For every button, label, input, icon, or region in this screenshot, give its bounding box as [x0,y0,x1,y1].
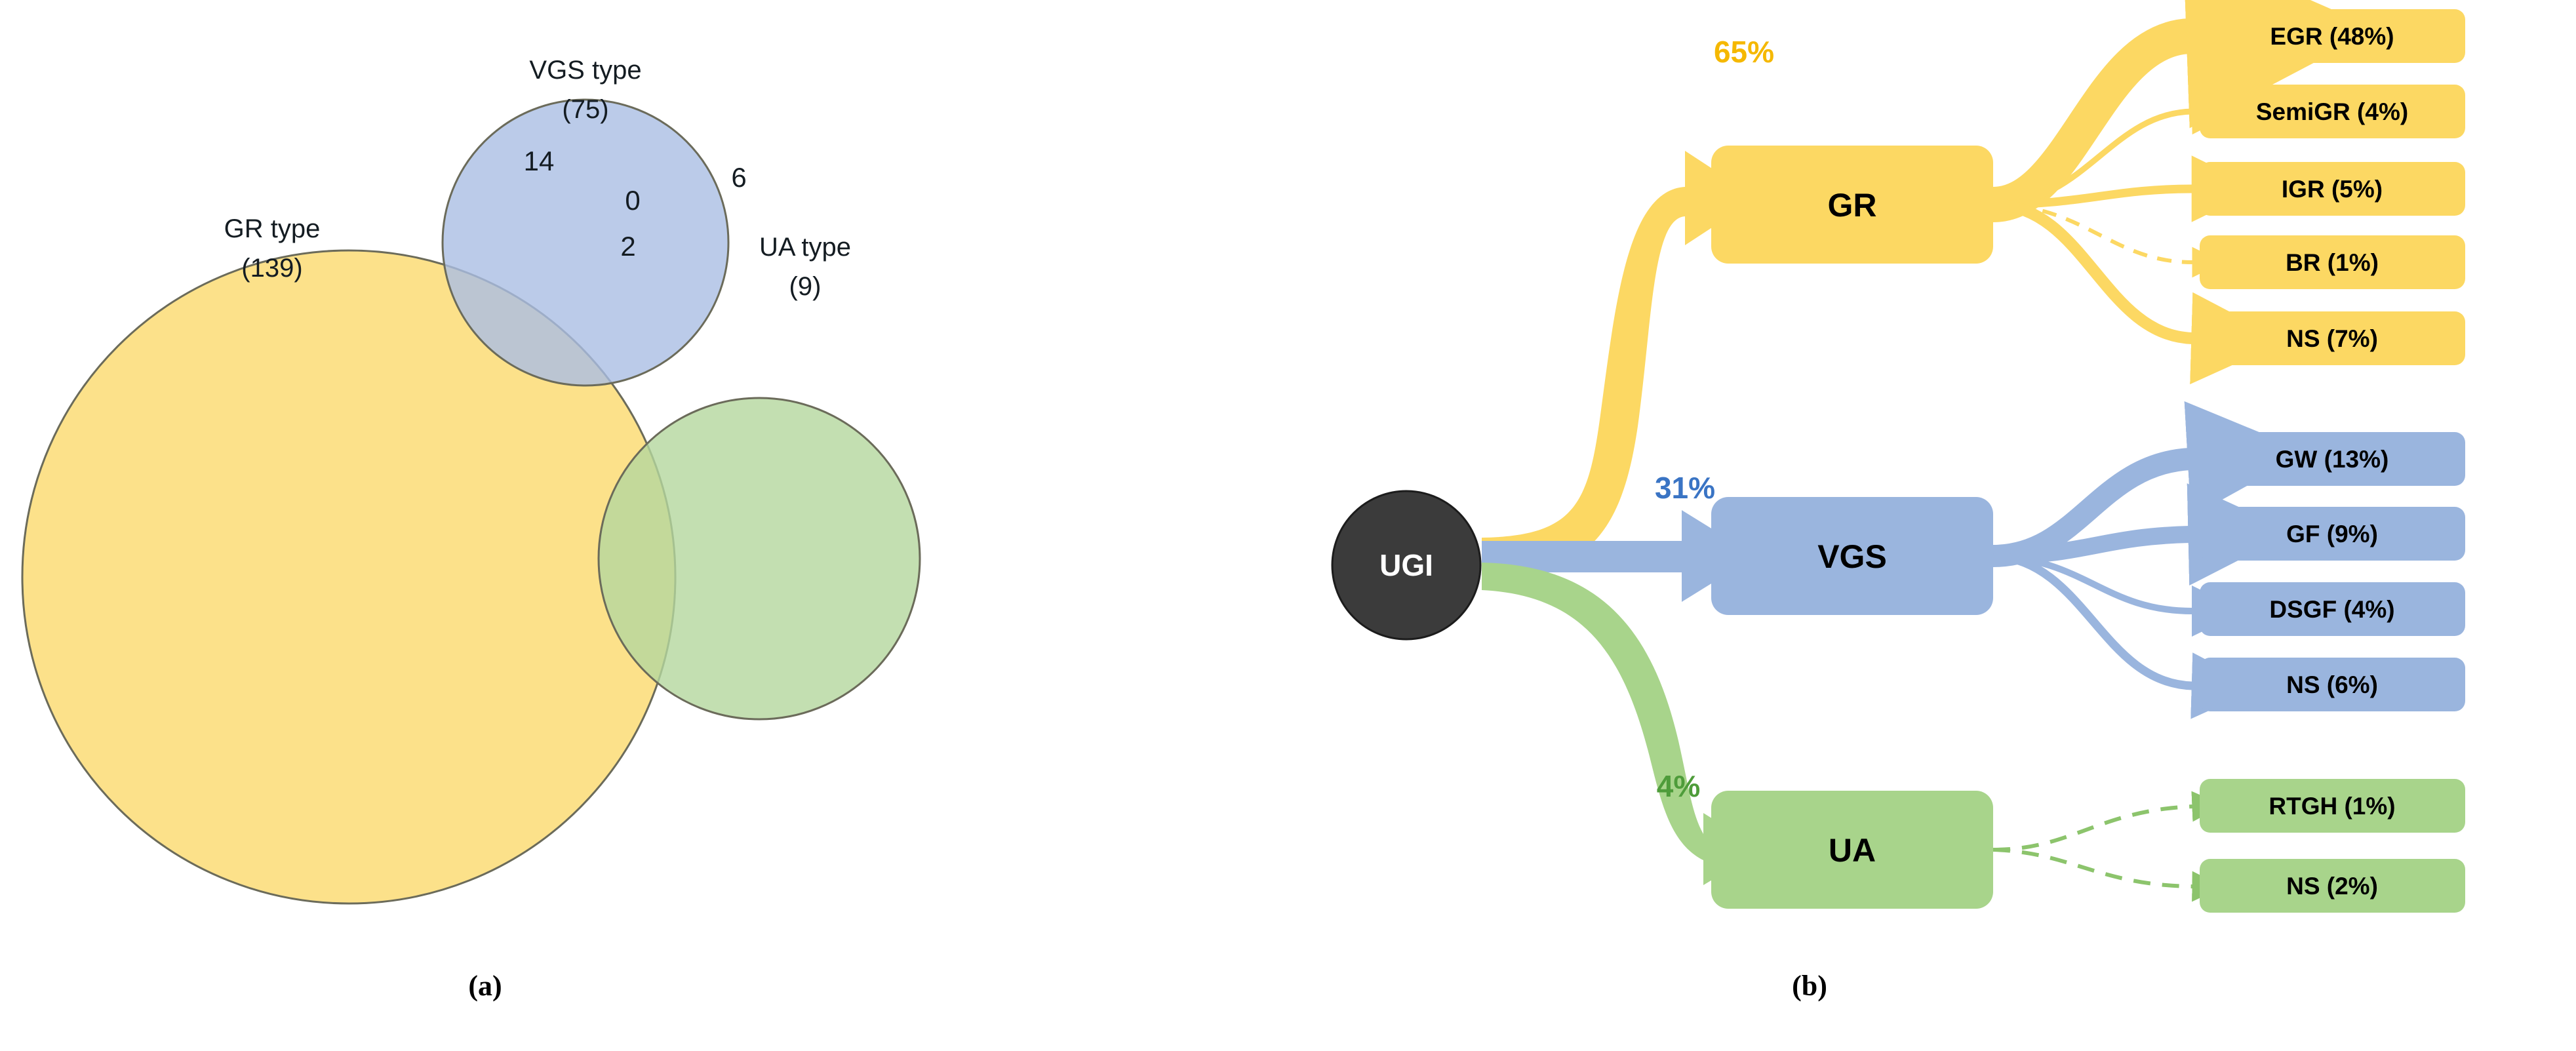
flow-percent-gr: 65% [1714,35,1774,69]
flow-leaf-label: NS (2%) [2286,873,2378,900]
flow-leaf-vgs-2[interactable]: DSGF (4%) [2200,582,2465,636]
venn-circle-vgs [441,98,730,387]
flow-leaf-ua-1[interactable]: NS (2%) [2200,859,2465,913]
venn-circle-ua [597,397,921,721]
venn-label-vgs-count: (75) [562,95,608,124]
venn-label-gr-count: (139) [241,254,302,283]
flow-node-ua[interactable]: UA [1711,791,1993,909]
flow-leaf-label: GW (13%) [2276,446,2389,473]
flow-edge-gr-igr [1992,155,2260,222]
flow-arrow-ugi-to-ua [1482,563,1762,885]
flow-leaf-gr-1[interactable]: SemiGR (4%) [2200,85,2465,138]
flow-arrow-ugi-to-vgs [1482,510,1756,602]
venn-label-ua-name: UA type [759,233,851,262]
venn-diagram: VGS type (75) GR type (139) UA type (9) … [21,56,921,905]
flow-fanout-vgs [1992,401,2308,719]
flow-leaf-ua-0[interactable]: RTGH (1%) [2200,779,2465,833]
flow-leaf-label: DSGF (4%) [2269,596,2394,623]
caption-panel-a: (a) [468,970,502,1002]
flow-leaf-vgs-3[interactable]: NS (6%) [2200,658,2465,711]
flow-leaf-label: SemiGR (4%) [2256,98,2408,125]
flow-leaf-label: IGR (5%) [2282,176,2383,203]
flow-edge-ua-rtgh [1992,791,2224,852]
flow-arrow-ugi-to-gr [1482,151,1757,581]
flow-leaf-label: GF (9%) [2286,521,2378,547]
venn-count-vgs-ua: 6 [731,162,746,193]
flow-node-ua-label: UA [1829,832,1876,869]
flow-percent-vgs: 31% [1655,471,1715,505]
flow-edge-vgs-ns [1992,551,2260,719]
flow-node-gr[interactable]: GR [1711,146,1993,264]
venn-count-gr-vgs: 14 [524,146,555,176]
flow-node-gr-label: GR [1828,187,1877,224]
flow-percent-ua: 4% [1657,769,1700,803]
panel-a-venn: VGS type (75) GR type (139) UA type (9) … [0,0,1023,1051]
venn-label-vgs-name: VGS type [529,56,641,85]
flow-edge-gr-egr [1991,0,2377,222]
flow-fanout-ua [1992,791,2224,902]
caption-panel-b: (b) [1792,970,1827,1002]
flow-leaf-gr-2[interactable]: IGR (5%) [2200,162,2465,216]
flow-node-ugi[interactable]: UGI [1331,490,1482,641]
flow-edge-gr-ns [1992,199,2286,385]
flow-leaf-label: NS (6%) [2286,671,2378,698]
venn-count-gr-vgs-ua: 0 [625,185,640,216]
flow-leaf-gr-3[interactable]: BR (1%) [2200,235,2465,289]
flow-leaf-label: BR (1%) [2286,249,2379,276]
flow-leaf-gr-0[interactable]: EGR (48%) [2200,9,2465,63]
flow-diagram: 65% 31% 4% [1331,0,2465,913]
flow-fanout-gr [1991,0,2377,385]
flow-leaf-label: EGR (48%) [2270,23,2394,50]
flow-edge-vgs-gf [1992,483,2294,586]
flow-node-vgs[interactable]: VGS [1711,497,1993,615]
flow-leaf-gr-4[interactable]: NS (7%) [2200,311,2465,365]
panel-b-flow: 65% 31% 4% [1023,0,2576,1051]
flow-leaf-vgs-1[interactable]: GF (9%) [2200,507,2465,561]
flow-node-vgs-label: VGS [1817,538,1887,575]
flow-leaf-label: RTGH (1%) [2269,793,2395,820]
venn-count-gr-ua: 2 [620,231,635,262]
venn-label-ua-count: (9) [789,272,822,301]
flow-node-ugi-label: UGI [1379,548,1433,582]
venn-label-gr-name: GR type [224,214,321,243]
flow-leaf-vgs-0[interactable]: GW (13%) [2200,432,2465,486]
flow-edge-ua-ns [1992,848,2224,902]
flow-leaf-label: NS (7%) [2286,325,2378,352]
